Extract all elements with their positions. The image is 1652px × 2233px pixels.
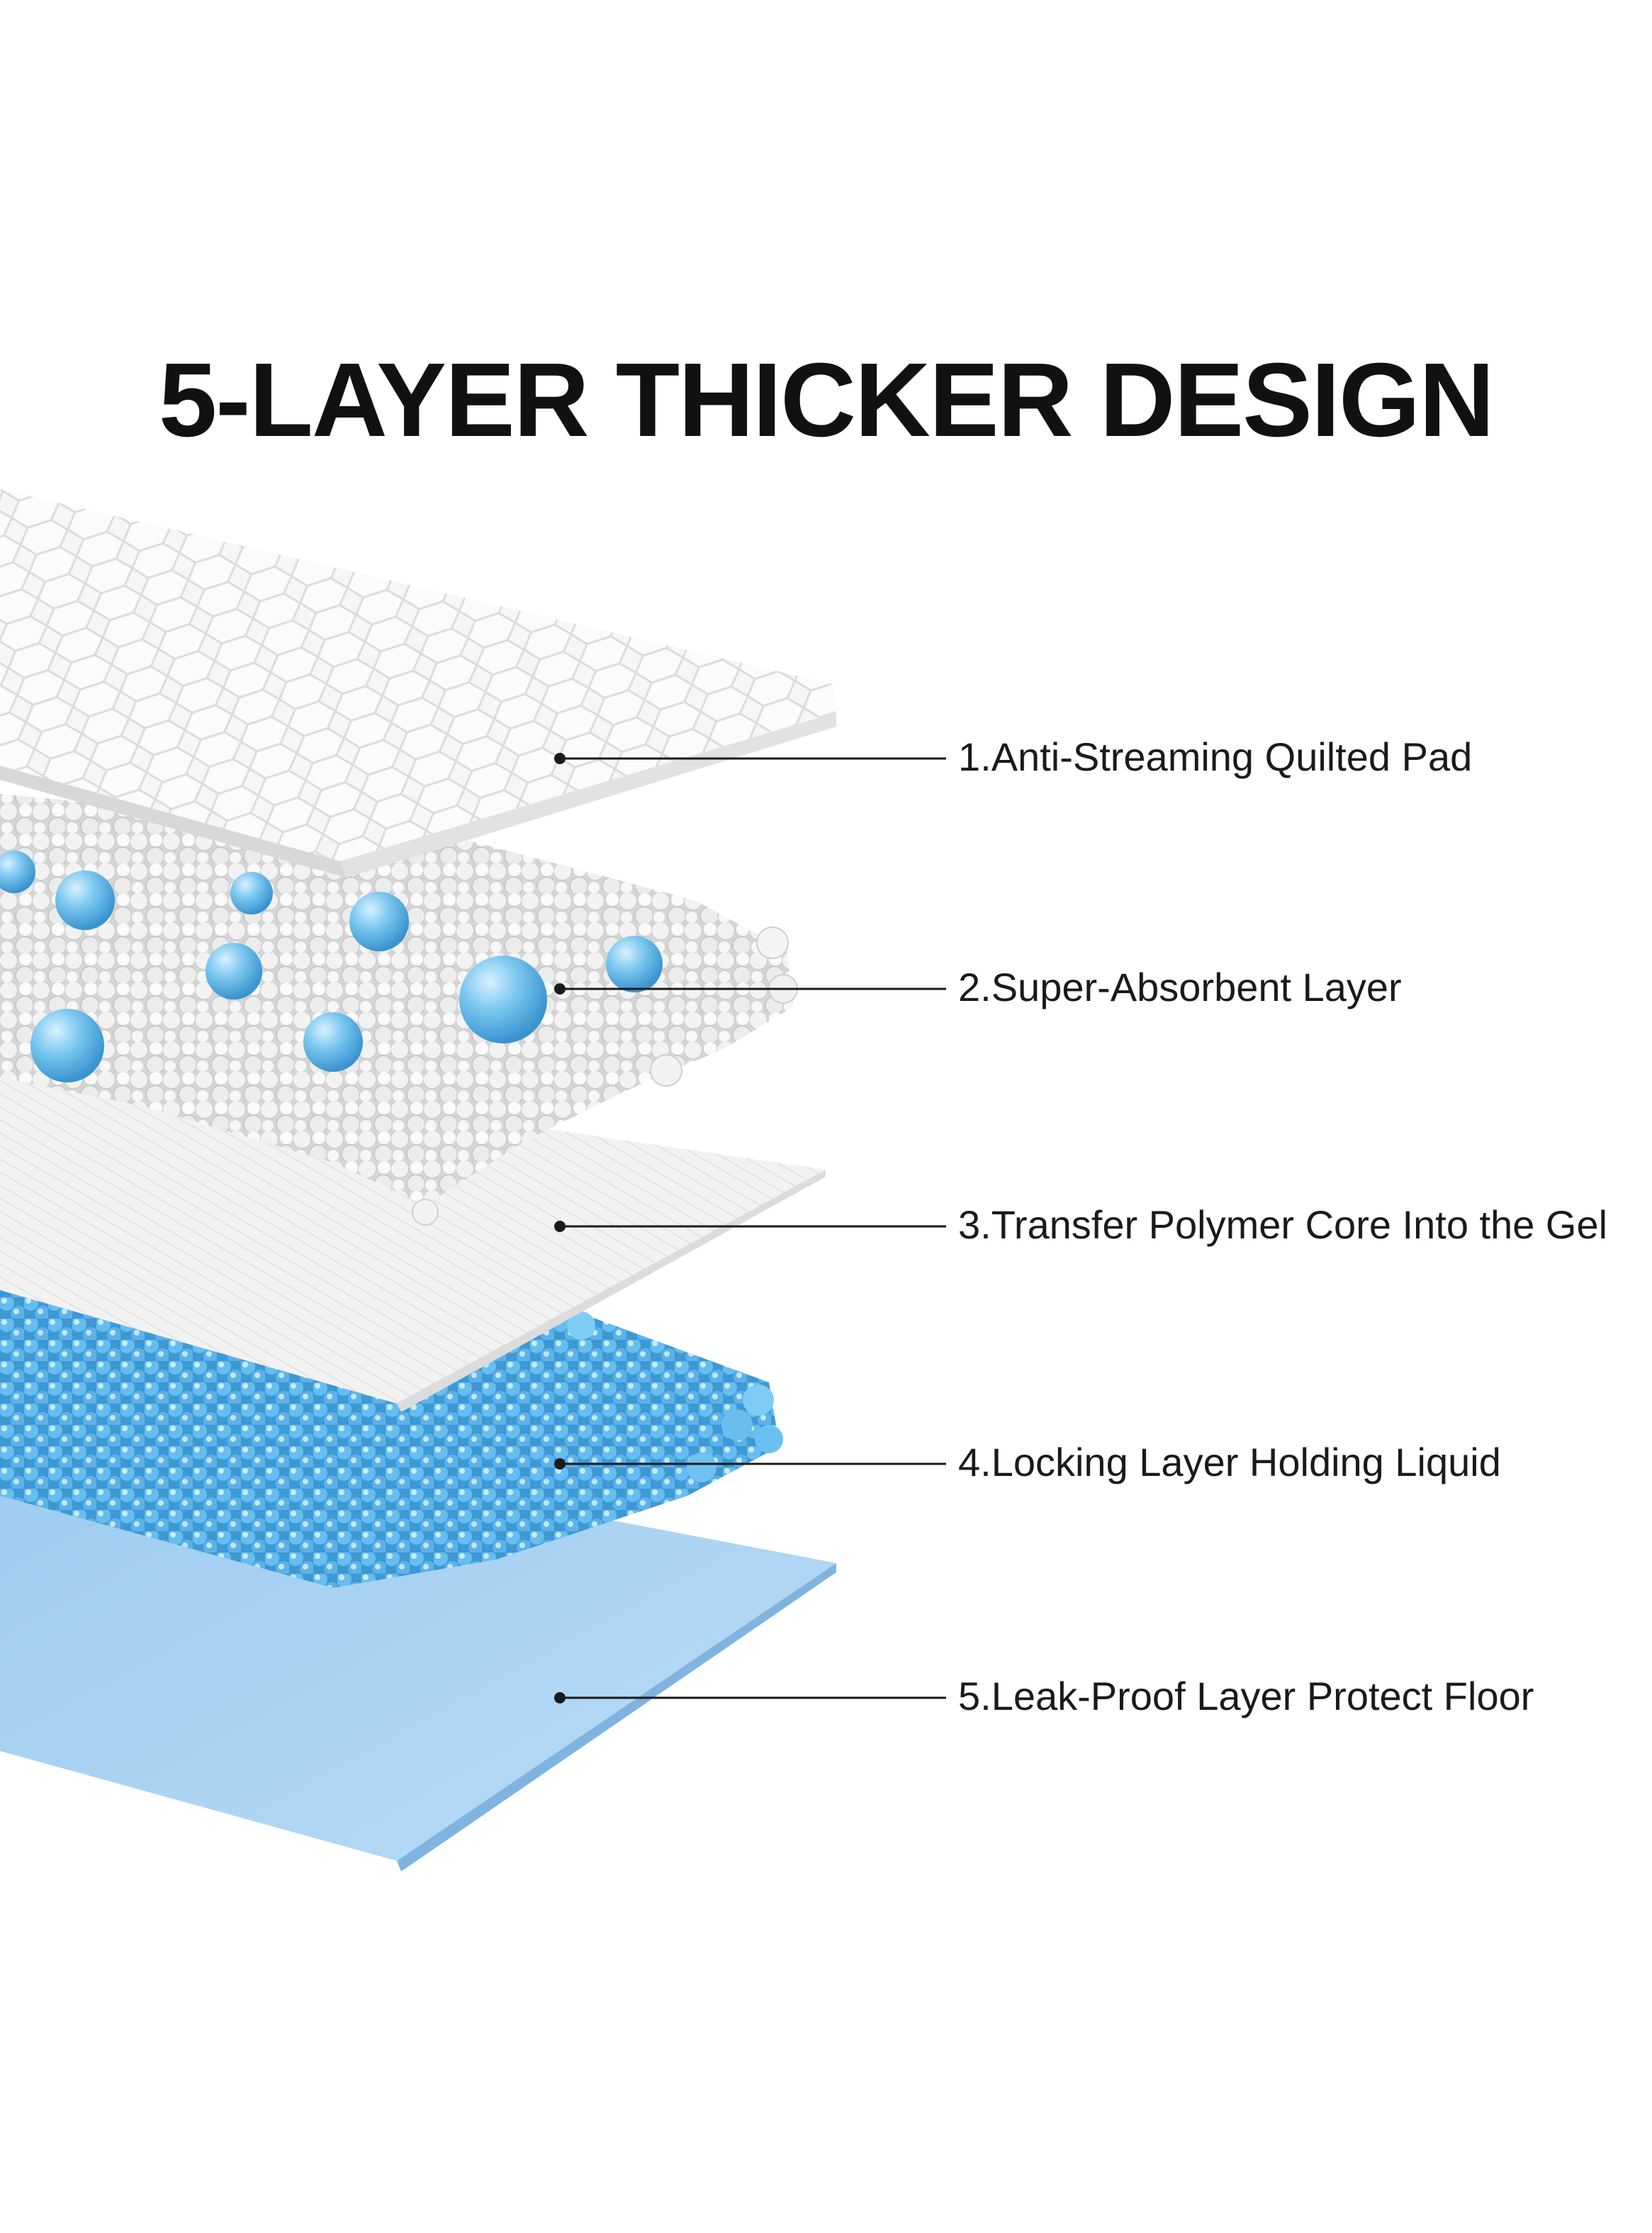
quilted-pad-layer [0,489,836,878]
layer-4-label: 4.Locking Layer Holding Liquid [958,1440,1501,1484]
callout-lines [560,757,946,1699]
layer-3-label: 3.Transfer Polymer Core Into the Gel [958,1202,1608,1247]
transfer-layer [0,1049,826,1412]
page-title: 5-LAYER THICKER DESIGN [158,342,1495,459]
gel-beads [0,851,663,1082]
callout-dots [554,753,566,1703]
absorbent-layer [0,794,798,1226]
layer-2-label: 2.Super-Absorbent Layer [958,965,1402,1009]
layer-5-label: 5.Leak-Proof Layer Protect Floor [958,1674,1534,1718]
layer-1-label: 1.Anti-Streaming Quilted Pad [958,734,1473,779]
